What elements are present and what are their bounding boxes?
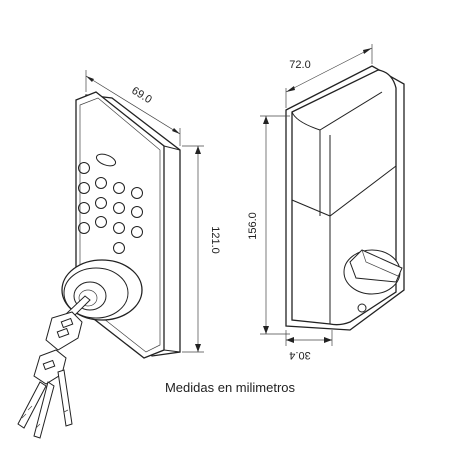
keypad-key — [113, 222, 125, 234]
units-caption: Medidas en milimetros — [164, 380, 296, 395]
dimension-front-height — [182, 145, 204, 353]
keypad-key — [95, 177, 107, 189]
side-view: 72.0 156.0 30.4 — [247, 44, 405, 361]
keypad-key — [95, 197, 107, 209]
keypad-key — [131, 187, 143, 199]
dimension-side-depth-label: 30.4 — [289, 349, 310, 361]
dimension-front-height-label: 121.0 — [209, 226, 221, 254]
dimension-side-width — [285, 44, 373, 108]
dimension-side-depth — [285, 330, 333, 346]
keypad-key — [95, 216, 107, 228]
keypad-key — [131, 226, 143, 238]
key-set — [17, 295, 91, 439]
dimension-front-width-label: 69.0 — [129, 85, 154, 107]
keypad — [78, 162, 143, 254]
keypad-key — [78, 202, 90, 214]
keypad-key — [113, 242, 125, 254]
keypad-key — [131, 206, 143, 218]
dimension-front-width — [85, 70, 181, 146]
logo-badge — [95, 153, 117, 167]
dimension-side-width-label: 72.0 — [289, 59, 310, 71]
dimension-side-height-label: 156.0 — [247, 212, 259, 240]
keypad-key — [113, 202, 125, 214]
front-view: 69.0 121.0 — [17, 70, 221, 439]
keypad-key — [113, 182, 125, 194]
keypad-key — [78, 182, 90, 194]
dimension-side-height — [260, 115, 290, 335]
thumb-turn — [343, 249, 403, 313]
keypad-key — [78, 222, 90, 234]
keypad-key — [78, 162, 90, 174]
